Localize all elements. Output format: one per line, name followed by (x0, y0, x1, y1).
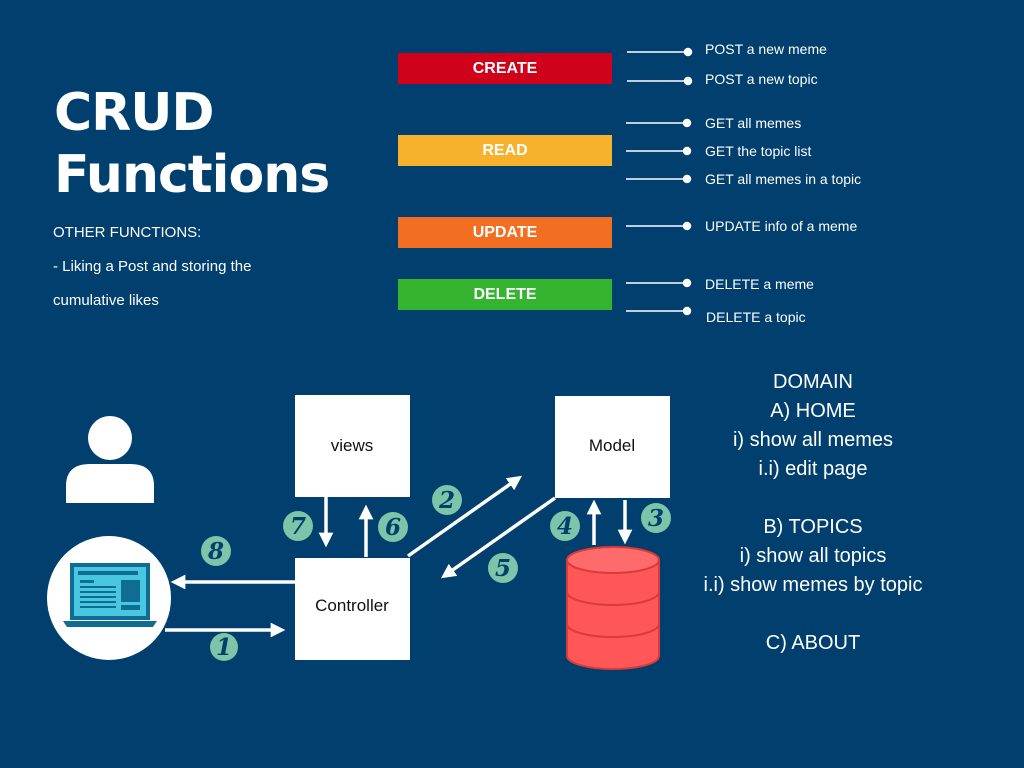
step-number: 3 (648, 505, 664, 532)
connector-dot (682, 118, 692, 128)
read-button[interactable]: READ (398, 135, 612, 166)
title-line-1: CRUD (54, 83, 215, 143)
domain-list: DOMAIN A) HOME i) show all memes i.i) ed… (690, 368, 936, 658)
step-badge-6: 6 (378, 512, 408, 542)
views-label: views (331, 436, 374, 455)
laptop-icon[interactable] (47, 536, 171, 660)
views-box[interactable] (295, 395, 410, 497)
other-functions: OTHER FUNCTIONS: - Liking a Post and sto… (53, 216, 343, 318)
op-post-topic: POST a new topic (705, 71, 818, 87)
step-badge-1: 1 (210, 633, 238, 661)
op-get-topic-list: GET the topic list (705, 143, 812, 159)
connector-dot (683, 47, 693, 57)
controller-label: Controller (315, 596, 389, 615)
op-post-meme: POST a new meme (705, 41, 827, 57)
connector-dot (682, 221, 692, 231)
domain-heading: DOMAIN (773, 371, 853, 393)
arrow-step-5 (440, 496, 557, 579)
title-line-2: Functions (54, 145, 330, 205)
other-functions-heading: OTHER FUNCTIONS: (53, 224, 202, 241)
step-number: 1 (216, 634, 232, 661)
step-badge-4: 4 (550, 511, 580, 541)
domain-topics[interactable]: B) TOPICS (763, 516, 863, 538)
connector-dot (682, 174, 692, 184)
other-functions-line-1: - Liking a Post and storing the (53, 258, 252, 275)
step-badge-2: 2 (432, 485, 462, 515)
domain-home-edit-page: i.i) edit page (758, 458, 868, 480)
op-get-memes: GET all memes (705, 115, 802, 131)
connector-dot (682, 306, 692, 316)
other-functions-line-2: cumulative likes (53, 292, 159, 309)
create-button[interactable]: CREATE (398, 53, 612, 84)
controller-box[interactable] (295, 558, 410, 660)
model-label: Model (589, 436, 635, 455)
step-number: 2 (438, 487, 455, 514)
op-update-meme: UPDATE info of a meme (705, 218, 858, 234)
user-icon (66, 416, 154, 503)
delete-button[interactable]: DELETE (398, 279, 612, 310)
database-icon (566, 546, 660, 670)
op-delete-topic: DELETE a topic (706, 309, 806, 325)
connector-dot (682, 146, 692, 156)
connector-dot (683, 76, 693, 86)
step-number: 7 (290, 513, 306, 540)
step-badge-3: 3 (641, 503, 671, 533)
step-number: 5 (495, 555, 511, 582)
domain-home-show-memes: i) show all memes (732, 429, 894, 451)
domain-about[interactable]: C) ABOUT (765, 632, 861, 654)
domain-topics-show-all: i) show all topics (739, 545, 887, 567)
arrow-step-2 (406, 475, 523, 558)
page-title: CRUD Functions (54, 82, 330, 206)
step-number: 4 (557, 513, 573, 540)
model-box[interactable] (555, 396, 670, 498)
domain-topics-memes-by-topic: i.i) show memes by topic (703, 574, 923, 596)
connector-dot (682, 278, 692, 288)
step-badge-5: 5 (488, 553, 518, 583)
op-get-memes-in-topic: GET all memes in a topic (705, 171, 862, 187)
step-badge-7: 7 (283, 511, 313, 541)
step-badge-8: 8 (201, 536, 231, 566)
domain-home[interactable]: A) HOME (770, 400, 856, 422)
step-number: 6 (385, 514, 401, 541)
domain-spacer (690, 600, 936, 629)
domain-spacer (690, 484, 936, 513)
op-delete-meme: DELETE a meme (705, 276, 814, 292)
step-number: 8 (207, 538, 224, 565)
update-button[interactable]: UPDATE (398, 217, 612, 248)
